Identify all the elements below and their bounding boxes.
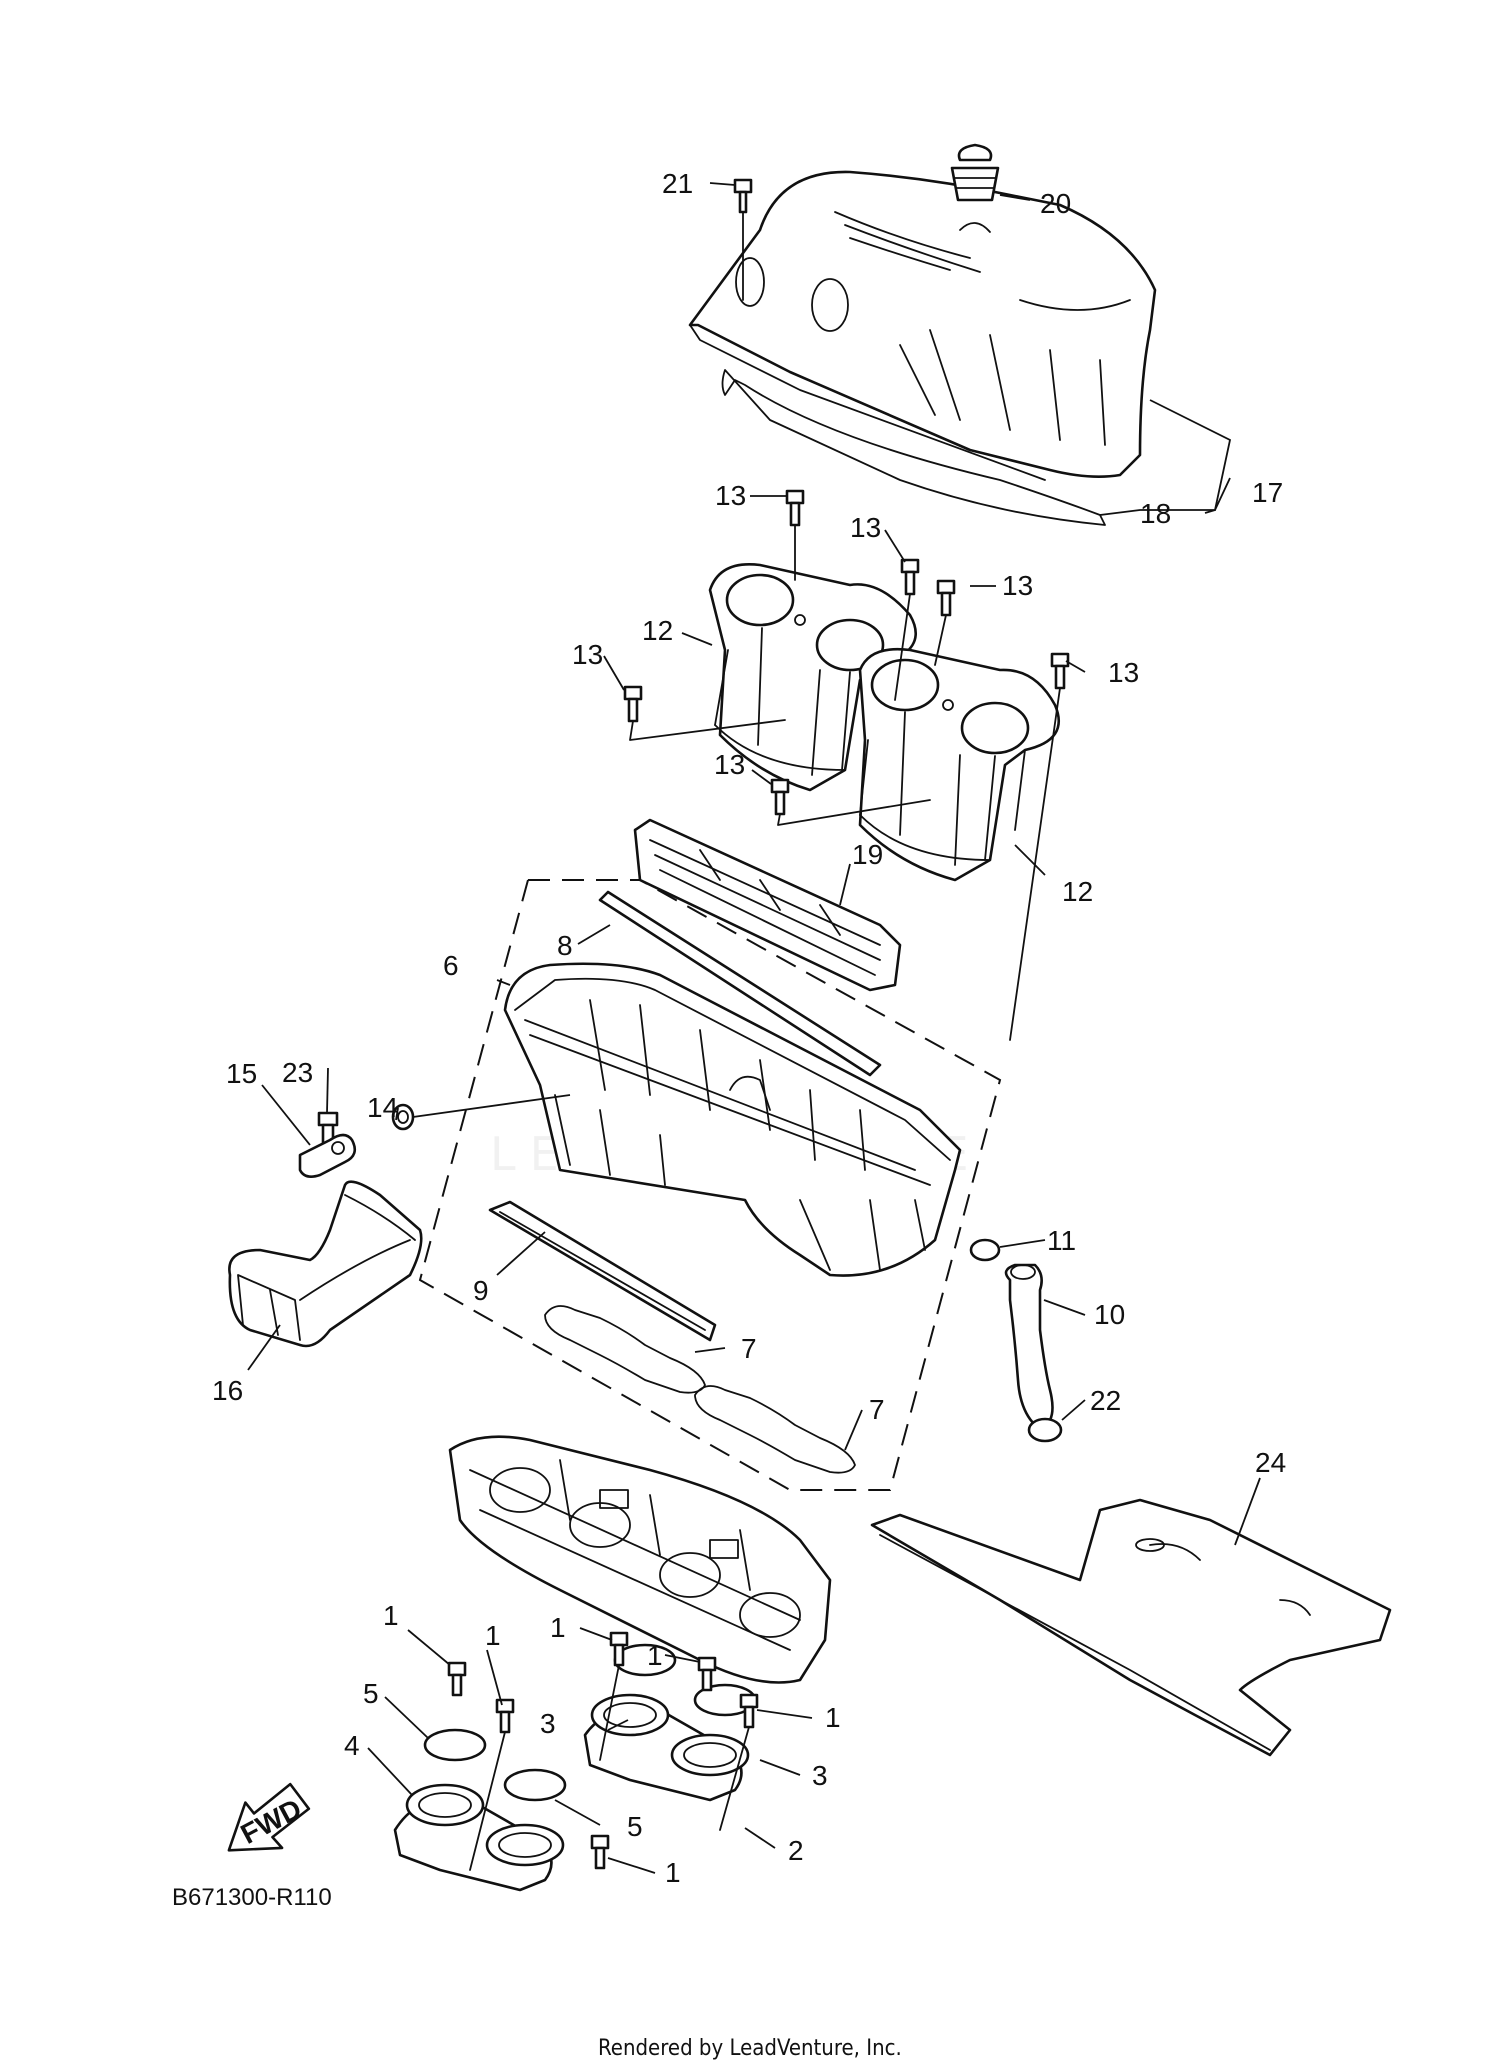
fwd-arrow: FWD bbox=[227, 1782, 311, 1852]
callout-8: 8 bbox=[557, 930, 573, 961]
callout-6: 6 bbox=[443, 950, 459, 981]
callout-3-a: 3 bbox=[540, 1708, 556, 1739]
callout-14: 14 bbox=[367, 1092, 398, 1123]
velocity-stack-12-left bbox=[708, 563, 917, 792]
screws-13 bbox=[623, 489, 1070, 1041]
callout-24: 24 bbox=[1255, 1447, 1286, 1478]
rendered-by-footer: Rendered by LeadVenture, Inc. bbox=[598, 2036, 902, 2061]
callout-21: 21 bbox=[662, 168, 693, 199]
filter-element-19 bbox=[633, 818, 902, 992]
callout-15: 15 bbox=[226, 1058, 257, 1089]
grommet-20 bbox=[950, 143, 1000, 202]
callout-3-b: 3 bbox=[812, 1760, 828, 1791]
shield-24 bbox=[870, 1498, 1392, 1757]
callout-11: 11 bbox=[1047, 1225, 1076, 1256]
seal-8 bbox=[598, 890, 882, 1077]
throttle-body bbox=[448, 1435, 832, 1684]
callout-labels: 21 20 17 18 13 13 13 13 13 13 12 12 19 8… bbox=[212, 168, 1286, 1888]
callout-16: 16 bbox=[212, 1375, 243, 1406]
callout-17: 17 bbox=[1252, 477, 1283, 508]
diagram-code: B671300-R110 bbox=[172, 1884, 332, 1911]
callout-1-f: 1 bbox=[665, 1857, 681, 1888]
gasket-7-b bbox=[694, 1385, 856, 1474]
callout-13-a: 13 bbox=[715, 480, 746, 511]
callout-23: 23 bbox=[282, 1057, 313, 1088]
callout-1-a: 1 bbox=[383, 1600, 399, 1631]
callout-12-a: 12 bbox=[642, 615, 673, 646]
bolts-1 bbox=[447, 1631, 759, 1871]
leader-lines bbox=[247, 182, 1261, 1874]
screw-21 bbox=[733, 178, 753, 301]
callout-1-c: 1 bbox=[550, 1612, 566, 1643]
callout-10: 10 bbox=[1094, 1299, 1125, 1330]
air-box-cover bbox=[688, 170, 1157, 481]
callout-13-f: 13 bbox=[714, 749, 745, 780]
callout-7-a: 7 bbox=[741, 1333, 757, 1364]
callout-12-b: 12 bbox=[1062, 876, 1093, 907]
callout-5-a: 5 bbox=[363, 1678, 379, 1709]
hose-10 bbox=[1004, 1263, 1054, 1427]
callout-20: 20 bbox=[1040, 188, 1071, 219]
callout-2: 2 bbox=[788, 1835, 804, 1866]
callout-5-b: 5 bbox=[627, 1811, 643, 1842]
callout-13-b: 13 bbox=[850, 512, 881, 543]
callout-13-e: 13 bbox=[572, 639, 603, 670]
callout-7-b: 7 bbox=[869, 1394, 885, 1425]
air-box-body bbox=[503, 962, 962, 1277]
callout-9: 9 bbox=[473, 1275, 489, 1306]
callout-1-b: 1 bbox=[485, 1620, 501, 1651]
intake-joint-4 bbox=[393, 1783, 565, 1892]
cover-gasket-18 bbox=[721, 369, 1106, 526]
callout-18: 18 bbox=[1140, 498, 1171, 529]
callout-1-e: 1 bbox=[825, 1702, 841, 1733]
assembly-outline bbox=[418, 879, 1002, 1491]
clamp-11 bbox=[969, 1238, 1001, 1262]
callout-1-d: 1 bbox=[647, 1640, 663, 1671]
intake-duct-16 bbox=[228, 1180, 423, 1348]
callout-13-d: 13 bbox=[1108, 657, 1139, 688]
bracket-15 bbox=[298, 1133, 357, 1178]
callout-4: 4 bbox=[344, 1730, 360, 1761]
gasket-7-a bbox=[544, 1305, 706, 1394]
velocity-stack-12-right bbox=[858, 647, 1061, 882]
clamp-22 bbox=[1027, 1417, 1063, 1443]
callout-22: 22 bbox=[1090, 1385, 1121, 1416]
callout-19: 19 bbox=[852, 839, 883, 870]
callout-13-c: 13 bbox=[1002, 570, 1033, 601]
